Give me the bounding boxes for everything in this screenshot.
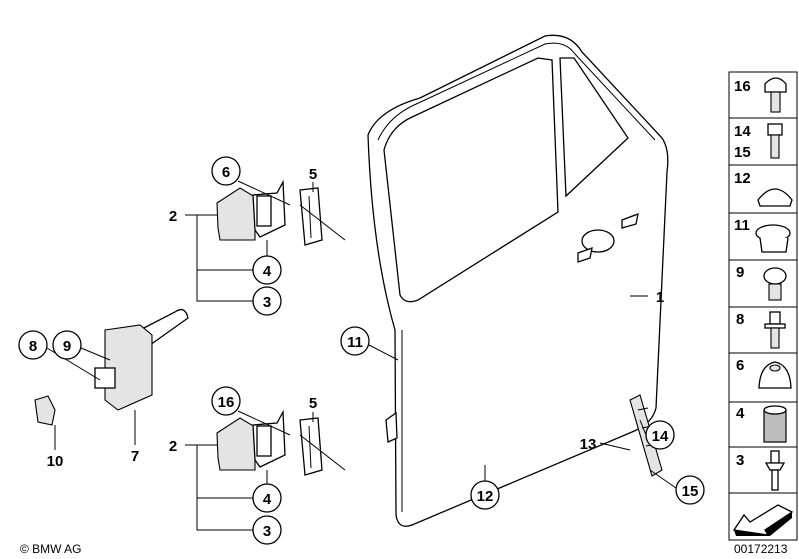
- torx-bolt-icon: [764, 311, 786, 349]
- diagram-number: 00172213: [734, 542, 788, 556]
- legend-label-11: 11: [734, 217, 750, 234]
- legend-label-6: 6: [736, 357, 744, 374]
- legend-label-3: 3: [736, 452, 744, 469]
- hinge-pin-icon: [764, 450, 786, 491]
- callout-circles: [18, 156, 705, 545]
- flange-nut-icon: [758, 361, 792, 389]
- copyright-text: © BMW AG: [20, 542, 82, 556]
- bolt-icon: [767, 123, 783, 159]
- rear-door: [367, 34, 669, 527]
- legend-column: 16 14 15 12 11 9 8 6 4 3: [728, 71, 798, 541]
- callout-15: 15: [682, 483, 699, 500]
- callout-8: 8: [29, 338, 37, 355]
- callout-2-upper: 2: [169, 208, 177, 225]
- callout-7: 7: [131, 448, 139, 465]
- callout-5-lower: 5: [309, 395, 317, 412]
- legend-label-15: 15: [734, 144, 751, 161]
- lower-hinge: [216, 409, 323, 476]
- legend-label-16: 16: [734, 78, 751, 95]
- callout-13: 13: [580, 436, 597, 453]
- collar-bolt-icon: [763, 267, 787, 301]
- callout-1: 1: [656, 289, 664, 306]
- legend-label-4: 4: [736, 405, 745, 422]
- upper-hinge: [216, 179, 323, 246]
- callout-6: 6: [222, 164, 230, 181]
- callout-4-lower: 4: [263, 491, 272, 508]
- callout-14: 14: [652, 428, 669, 445]
- legend-label-12: 12: [734, 170, 751, 187]
- direction-arrow-icon: [732, 504, 794, 536]
- legend-label-8: 8: [736, 311, 744, 328]
- callout-12: 12: [477, 488, 494, 505]
- callout-11: 11: [347, 334, 363, 351]
- callout-2-lower: 2: [169, 438, 177, 455]
- callout-4-upper: 4: [263, 263, 272, 280]
- callout-5-upper: 5: [309, 166, 317, 183]
- legend-label-14: 14: [734, 123, 751, 140]
- callout-16: 16: [218, 394, 235, 411]
- plug-icon: [757, 188, 793, 207]
- legend-label-9: 9: [736, 264, 744, 281]
- flange-bolt-icon: [764, 77, 787, 113]
- door-check: [34, 308, 189, 426]
- leader-lines: [46, 180, 677, 531]
- callout-9: 9: [63, 338, 71, 355]
- bushing-icon: [763, 405, 787, 443]
- grommet-icon: [755, 224, 791, 253]
- callout-10: 10: [47, 453, 64, 470]
- callout-3-lower: 3: [263, 523, 271, 540]
- callout-3-upper: 3: [263, 294, 271, 311]
